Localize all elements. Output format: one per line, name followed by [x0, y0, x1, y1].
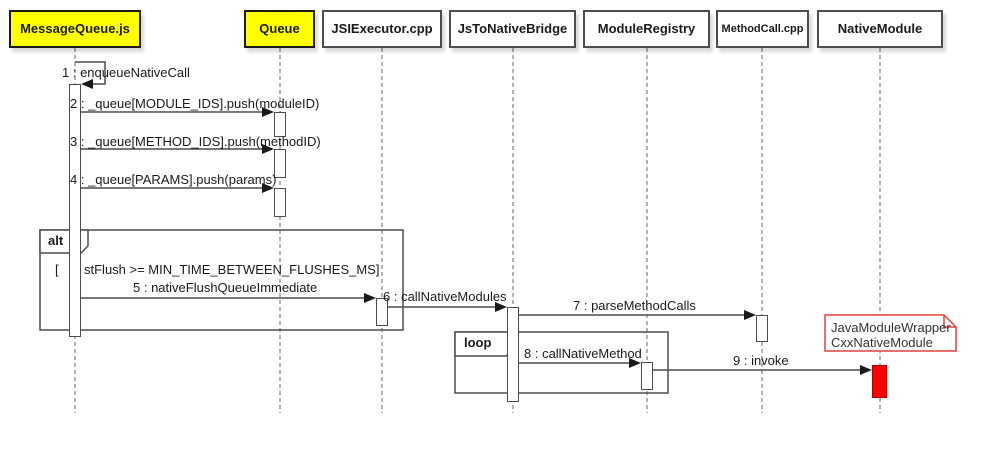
message-8-label: 8 : callNativeMethod [524, 346, 642, 361]
activation-jstonativebridge [507, 307, 519, 402]
message-7-label: 7 : parseMethodCalls [573, 298, 696, 313]
message-4-arrowhead [262, 183, 274, 193]
participant-moduleregistry: ModuleRegistry [583, 10, 710, 48]
participant-queue: Queue [244, 10, 315, 48]
message-1-label: 1 : enqueueNativeCall [62, 65, 190, 80]
activation-nativemodule-red [872, 365, 887, 398]
fragment-alt-label: alt [48, 233, 64, 248]
activation-queue-2 [274, 149, 286, 178]
activation-moduleregistry [641, 362, 653, 390]
message-arrows [75, 61, 861, 371]
participant-methodcall-cpp: MethodCall.cpp [716, 10, 809, 48]
message-7-arrowhead [744, 310, 756, 320]
note-fold-icon [943, 315, 956, 328]
activation-queue-3 [274, 188, 286, 217]
activation-jsiexecutor [376, 298, 388, 326]
fragment-loop-frame [454, 331, 669, 394]
message-6-label: 6 : callNativeModules [383, 289, 507, 304]
participant-jsiexecutor-cpp: JSIExecutor.cpp [322, 10, 442, 48]
message-4-label: 4 : _queue[PARAMS].push(params) [70, 172, 277, 187]
alt-guard-condition: stFlush >= MIN_TIME_BETWEEN_FLUSHES_MS] [84, 262, 380, 277]
note-line-javamodulewrapper: JavaModuleWrapper [831, 320, 951, 335]
activation-methodcall [756, 315, 768, 342]
activation-queue-1 [274, 112, 286, 137]
note-line-cxxnativemodule: CxxNativeModule [831, 335, 933, 350]
participant-messagequeue-js: MessageQueue.js [9, 10, 141, 48]
message-1-arrow [75, 61, 106, 85]
participant-nativemodule: NativeModule [817, 10, 943, 48]
alt-guard-open-bracket: [ [55, 262, 59, 277]
fragment-loop-label: loop [464, 335, 492, 350]
fragment-loop [454, 331, 669, 394]
message-arrowheads [81, 79, 872, 375]
message-9-label: 9 : invoke [733, 353, 789, 368]
message-5-arrowhead [364, 293, 376, 303]
activation-messagequeue [69, 84, 81, 337]
note-shape [824, 314, 957, 352]
message-5-label: 5 : nativeFlushQueueImmediate [133, 280, 318, 295]
note-body [824, 314, 957, 352]
message-2-arrowhead [262, 107, 274, 117]
message-3-label: 3 : _queue[METHOD_IDS].push(methodID) [70, 134, 321, 149]
message-9-arrowhead [860, 365, 872, 375]
fragment-alt-frame [39, 229, 404, 331]
participant-jstonativebridge: JsToNativeBridge [449, 10, 576, 48]
message-3-arrowhead [262, 144, 274, 154]
message-2-label: 2 : _queue[MODULE_IDS].push(moduleID) [70, 96, 320, 111]
message-6-arrowhead [495, 302, 507, 312]
message-1-arrowhead [81, 79, 93, 89]
message-8-arrowhead [629, 358, 641, 368]
